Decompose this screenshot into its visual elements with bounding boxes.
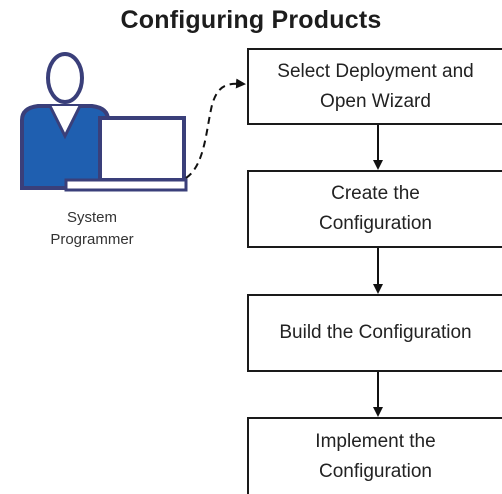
step-create-configuration: Create the Configuration xyxy=(247,170,502,248)
step-1-line1: Select Deployment and xyxy=(277,60,474,82)
step-1-line2: Open Wizard xyxy=(320,90,431,112)
step-4-line2: Configuration xyxy=(318,460,433,482)
step-build-configuration: Build the Configuration xyxy=(247,294,502,372)
step-2-line2: Configuration xyxy=(318,213,433,234)
diagram-title: Configuring Products xyxy=(120,6,382,34)
step-select-deployment: Select Deployment and Open Wizard xyxy=(247,48,502,125)
actor-role-label: System Programmer xyxy=(30,207,154,251)
actor-role-line1: System xyxy=(66,209,117,226)
step-implement-configuration: Implement the Configuration xyxy=(247,417,502,494)
step-4-line1: Implement the xyxy=(315,430,436,452)
step-2-line1: Create the xyxy=(331,183,420,204)
user-with-laptop-icon xyxy=(20,52,188,192)
actor-role-line2: Programmer xyxy=(50,231,134,248)
dashed-arrow-to-first-step xyxy=(185,78,246,179)
step-3-line1: Build the Configuration xyxy=(279,322,472,343)
